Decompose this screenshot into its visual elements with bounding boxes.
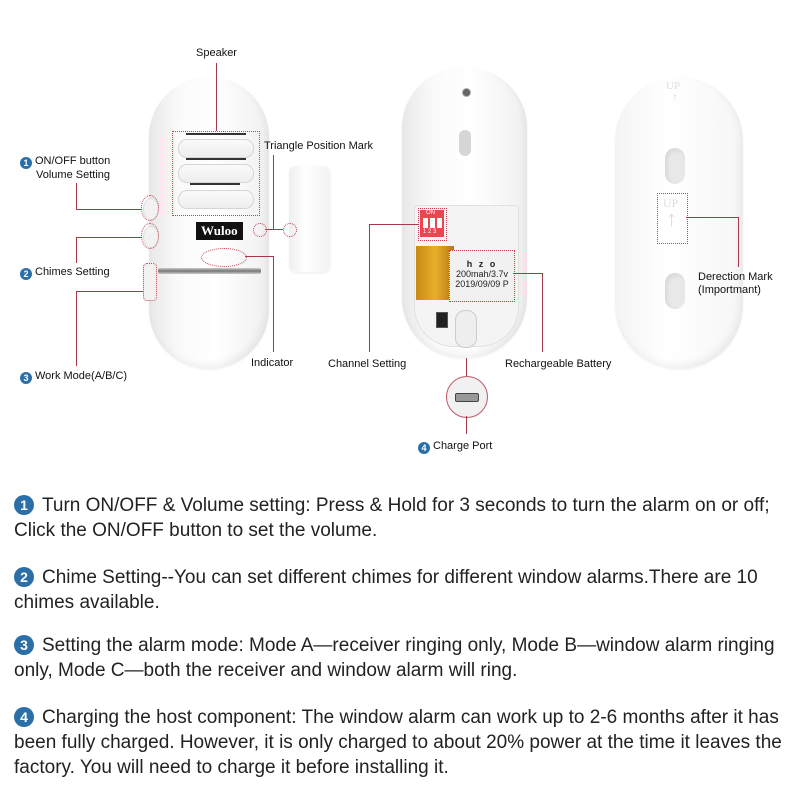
bottom-keyhole xyxy=(455,310,477,348)
chimes-leader xyxy=(76,237,77,263)
chimes-highlight xyxy=(141,223,159,249)
speaker-line xyxy=(186,133,246,135)
triangle-leader xyxy=(273,155,274,229)
dip-on-label: ON xyxy=(426,210,435,216)
description-text-1: Turn ON/OFF & Volume setting: Press & Ho… xyxy=(14,495,770,541)
chimes-label-text: Chimes Setting xyxy=(35,266,110,278)
on-off-leader xyxy=(76,209,142,210)
up-mark-top: UP xyxy=(666,80,681,92)
micro-usb-icon xyxy=(455,393,479,402)
battery-label: h z o 200mah/3.7v 2019/09/09 P xyxy=(449,250,515,302)
dip-switch-2[interactable] xyxy=(430,218,435,228)
battery-callout-label: Rechargeable Battery xyxy=(505,358,612,370)
number-badge-4: 4 xyxy=(418,442,430,454)
channel-leader xyxy=(369,224,418,225)
speaker-line xyxy=(186,158,246,160)
battery-connector xyxy=(436,312,448,328)
on-off-label-text: ON/OFF button xyxy=(35,155,111,167)
direction-label-line1: Derection Mark xyxy=(698,271,773,283)
number-badge-4-large: 4 xyxy=(14,707,34,727)
triangle-mark-sensor xyxy=(283,223,297,237)
indicator-leader xyxy=(273,256,274,352)
dip-switch-1[interactable] xyxy=(423,218,428,228)
direction-label: Derection Mark (Importmant) xyxy=(698,271,773,297)
channel-leader xyxy=(369,224,370,352)
work-mode-switch[interactable] xyxy=(143,263,157,301)
direction-leader xyxy=(686,217,739,218)
number-badge-1: 1 xyxy=(20,157,32,169)
charge-port-label-text: Charge Port xyxy=(433,440,493,452)
battery-leader xyxy=(513,273,542,274)
speaker-slot xyxy=(178,164,254,183)
battery-leader xyxy=(542,273,543,352)
up-mark-middle: UP xyxy=(663,196,679,210)
battery-label-line3: 2019/09/09 P xyxy=(455,279,509,289)
mount-hole-top xyxy=(665,148,685,184)
number-badge-2: 2 xyxy=(20,268,32,280)
triangle-leader xyxy=(265,229,283,230)
indicator-highlight xyxy=(201,248,247,267)
channel-dip-switch[interactable]: ON 1 2 3 xyxy=(420,210,444,237)
mounting-plate xyxy=(615,77,743,369)
description-text-4: Charging the host component: The window … xyxy=(14,707,782,778)
number-badge-3: 3 xyxy=(20,372,32,384)
speaker-leader xyxy=(216,63,217,131)
dip-positions-label: 1 2 3 xyxy=(423,229,437,235)
triangle-mark-receiver xyxy=(253,223,267,237)
speaker-highlight xyxy=(172,131,260,216)
chimes-leader xyxy=(76,237,142,238)
speaker-slot xyxy=(178,190,254,209)
number-badge-3-large: 3 xyxy=(14,635,34,655)
lipo-battery xyxy=(416,246,454,300)
number-badge-1-large: 1 xyxy=(14,495,34,515)
brand-logo: Wuloo xyxy=(196,222,243,240)
work-mode-leader xyxy=(76,291,143,292)
keyhole-slot xyxy=(459,130,471,156)
on-off-highlight xyxy=(141,195,159,221)
direction-leader xyxy=(738,217,739,267)
indicator-label: Indicator xyxy=(251,357,294,369)
battery-label-line2: 200mah/3.7v xyxy=(455,269,509,279)
channel-label: Channel Setting xyxy=(328,358,407,370)
number-badge-2-large: 2 xyxy=(14,567,34,587)
mount-hole-bottom xyxy=(665,273,685,309)
magnet-sensor xyxy=(289,166,329,272)
up-arrow-top: ↑ xyxy=(672,90,678,104)
speaker-slot xyxy=(178,139,254,158)
work-mode-leader xyxy=(76,291,77,366)
battery-label-line1: h z o xyxy=(466,259,498,269)
triangle-label: Triangle Position Mark xyxy=(264,140,374,152)
speaker-label: Speaker xyxy=(196,47,237,59)
indicator-leader xyxy=(245,256,274,257)
speaker-line xyxy=(190,183,240,185)
work-mode-label-text: Work Mode(A/B/C) xyxy=(35,370,128,382)
volume-label-text: Volume Setting xyxy=(36,169,110,181)
charge-port-leader xyxy=(466,358,467,376)
channel-highlight xyxy=(418,208,447,241)
up-arrow-middle: ↑ xyxy=(666,206,677,231)
description-text-2: Chime Setting--You can set different chi… xyxy=(14,567,758,613)
chrome-strip xyxy=(158,268,261,274)
description-text-3: Setting the alarm mode: Mode A—receiver … xyxy=(14,635,775,681)
dip-switch-3[interactable] xyxy=(437,218,442,228)
direction-mark-highlight xyxy=(657,193,688,244)
charge-port-leader xyxy=(466,416,467,434)
direction-label-line2: (Importmant) xyxy=(698,284,761,296)
on-off-leader xyxy=(76,183,77,210)
screw-hole xyxy=(462,88,471,97)
